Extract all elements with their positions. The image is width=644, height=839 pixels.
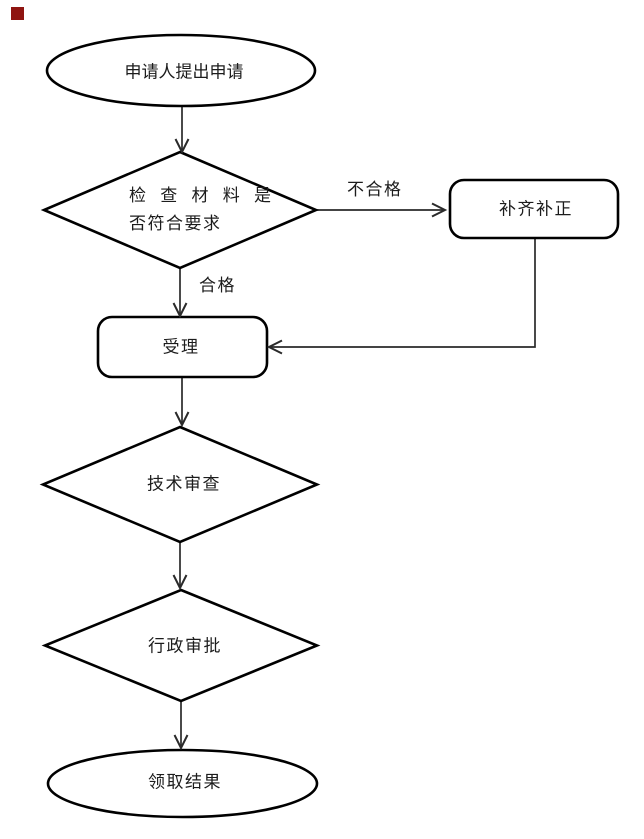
arrowhead-down-accept — [172, 302, 188, 319]
connector-supplement-to-accept — [271, 238, 536, 348]
check-node-label-line2: 否符合要求 — [129, 214, 222, 233]
check-node-label-line1: 检 查 材 料 是 — [129, 186, 276, 205]
arrowhead-down-administrative — [172, 574, 188, 591]
accept-node-label: 受理 — [162, 337, 200, 357]
start-node-label: 申请人提出申请 — [124, 62, 244, 82]
supplement-rect-shape — [448, 178, 620, 240]
arrowhead-down-technical — [174, 411, 190, 428]
technical-review-node-label: 技术审查 — [147, 474, 221, 494]
red-square-mark — [11, 7, 24, 20]
technical-review-diamond-shape — [39, 425, 321, 544]
arrowhead-down-check — [174, 138, 190, 155]
edge-label-pass: 合格 — [199, 276, 236, 295]
arrowhead-down-result — [173, 734, 189, 751]
result-ellipse-shape — [46, 748, 319, 819]
arrowhead-right-supplement — [431, 202, 448, 218]
administrative-approval-node-label: 行政审批 — [148, 636, 222, 656]
check-diamond-shape — [40, 150, 320, 270]
arrowhead-left-accept — [266, 339, 283, 355]
administrative-approval-diamond-shape — [41, 588, 321, 703]
result-node-label: 领取结果 — [148, 772, 222, 792]
edge-label-fail: 不合格 — [347, 180, 403, 199]
start-ellipse-shape — [45, 33, 317, 108]
supplement-node-label: 补齐补正 — [499, 199, 573, 219]
